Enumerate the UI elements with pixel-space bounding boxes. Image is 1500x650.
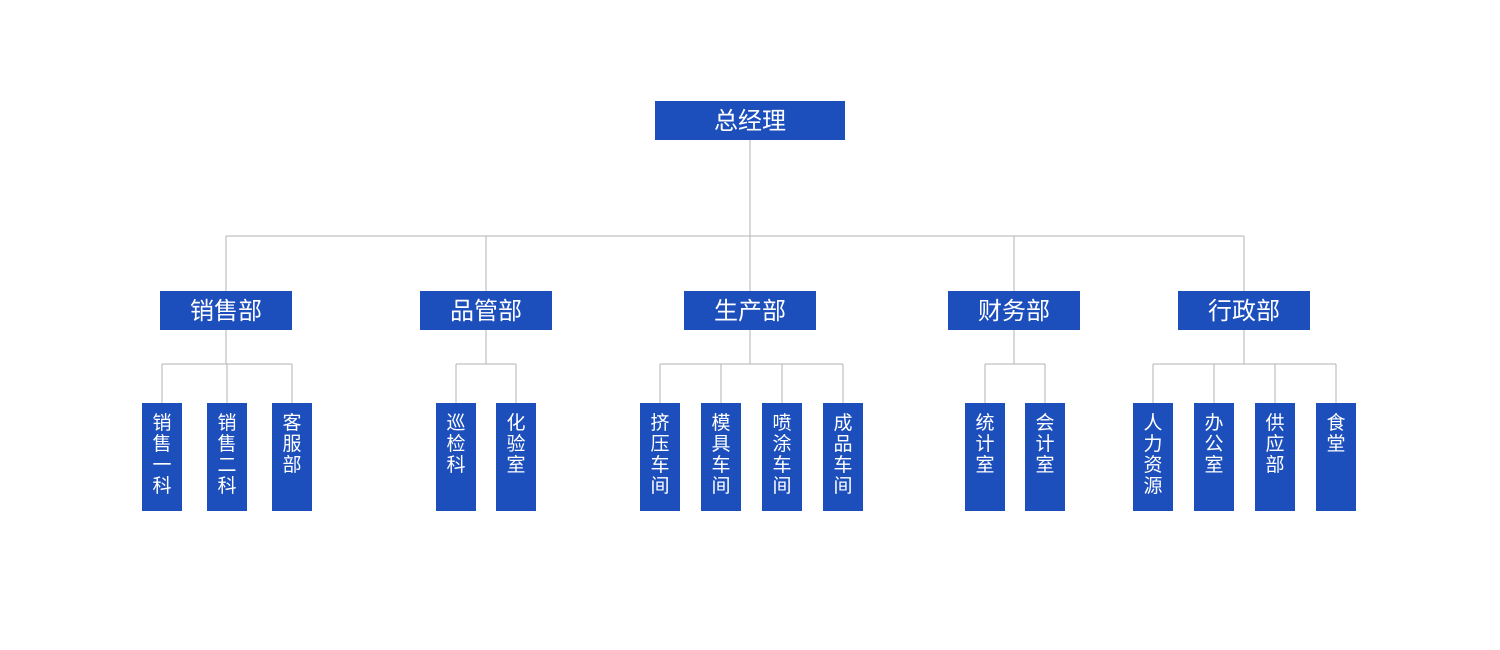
sub-unit-node: 挤压车间 xyxy=(640,403,680,511)
department-box xyxy=(684,291,816,330)
sub-unit-box xyxy=(823,403,863,511)
sub-unit-label: 成品车间 xyxy=(833,412,852,497)
sub-unit-node: 统计室 xyxy=(965,403,1005,511)
sub-unit-label: 供应部 xyxy=(1265,412,1284,476)
department-box xyxy=(420,291,552,330)
sub-unit-label: 化验室 xyxy=(506,412,525,476)
sub-unit-box xyxy=(965,403,1005,511)
sub-unit-box xyxy=(272,403,312,511)
sub-unit-box xyxy=(1025,403,1065,511)
sub-unit-box xyxy=(1194,403,1234,511)
sub-unit-node: 成品车间 xyxy=(823,403,863,511)
sub-unit-box xyxy=(640,403,680,511)
root-label: 总经理 xyxy=(714,107,786,135)
sub-unit-node: 销售二科 xyxy=(207,403,247,511)
root-node: 总经理 xyxy=(655,101,845,140)
sub-unit-label: 客服部 xyxy=(282,412,301,476)
sub-unit-node: 人力资源 xyxy=(1133,403,1173,511)
sub-unit-label: 挤压车间 xyxy=(650,412,669,497)
department-box xyxy=(1178,291,1310,330)
sub-unit-box xyxy=(1255,403,1295,511)
sub-unit-label: 销售二科 xyxy=(217,412,236,497)
department-label: 品管部 xyxy=(450,297,522,325)
sub-unit-box xyxy=(701,403,741,511)
root-box xyxy=(655,101,845,140)
sub-unit-box xyxy=(1316,403,1356,511)
sub-unit-label: 喷涂车间 xyxy=(772,412,791,497)
sub-unit-node: 销售一科 xyxy=(142,403,182,511)
department-node: 财务部 xyxy=(948,291,1080,330)
sub-unit-node: 客服部 xyxy=(272,403,312,511)
sub-unit-label: 巡检科 xyxy=(446,412,465,476)
department-node: 销售部 xyxy=(160,291,292,330)
department-label: 行政部 xyxy=(1208,297,1280,325)
sub-unit-label: 食堂 xyxy=(1326,412,1345,455)
sub-unit-label: 办公室 xyxy=(1204,412,1223,476)
sub-unit-box xyxy=(1133,403,1173,511)
sub-unit-node: 供应部 xyxy=(1255,403,1295,511)
department-box xyxy=(948,291,1080,330)
sub-unit-node: 模具车间 xyxy=(701,403,741,511)
sub-unit-node: 办公室 xyxy=(1194,403,1234,511)
department-node: 生产部 xyxy=(684,291,816,330)
department-label: 生产部 xyxy=(714,297,786,325)
department-label: 销售部 xyxy=(190,297,262,325)
sub-unit-label: 会计室 xyxy=(1035,412,1054,476)
sub-unit-node: 食堂 xyxy=(1316,403,1356,511)
sub-unit-node: 巡检科 xyxy=(436,403,476,511)
sub-unit-node: 会计室 xyxy=(1025,403,1065,511)
department-node: 行政部 xyxy=(1178,291,1310,330)
sub-unit-box xyxy=(496,403,536,511)
sub-unit-node: 喷涂车间 xyxy=(762,403,802,511)
sub-unit-node: 化验室 xyxy=(496,403,536,511)
department-node: 品管部 xyxy=(420,291,552,330)
sub-unit-box xyxy=(762,403,802,511)
sub-unit-box xyxy=(207,403,247,511)
sub-unit-label: 人力资源 xyxy=(1143,412,1162,497)
sub-unit-label: 模具车间 xyxy=(711,412,730,497)
sub-unit-box xyxy=(436,403,476,511)
sub-unit-box xyxy=(142,403,182,511)
department-box xyxy=(160,291,292,330)
department-label: 财务部 xyxy=(978,297,1050,325)
sub-unit-label: 销售一科 xyxy=(152,412,171,497)
sub-unit-label: 统计室 xyxy=(975,412,994,476)
